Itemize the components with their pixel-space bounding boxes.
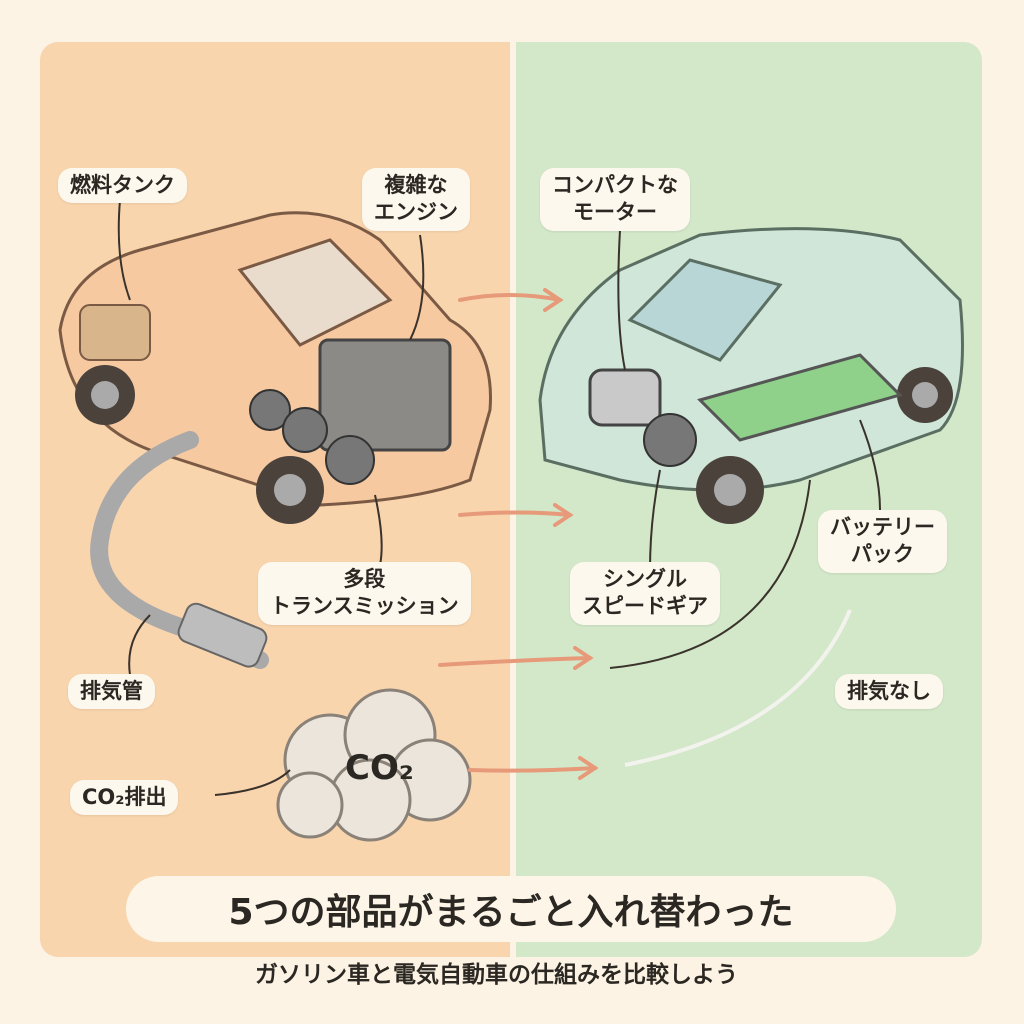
battery-pack-icon bbox=[697, 353, 903, 442]
gasoline-car-illustration bbox=[58, 211, 492, 842]
label-compact-motor: コンパクトな モーター bbox=[540, 168, 690, 231]
co2-cloud-icon bbox=[276, 688, 472, 842]
arrow-icon bbox=[578, 756, 599, 780]
label-complex-engine: 複雑な エンジン bbox=[362, 168, 470, 231]
transmission-gears-icon bbox=[249, 389, 375, 485]
fuel-tank-icon bbox=[79, 304, 151, 361]
label-no-exhaust: 排気なし bbox=[835, 674, 943, 710]
co2-cloud-text: CO₂ bbox=[345, 748, 414, 788]
motor-icon bbox=[588, 368, 662, 427]
exhaust-pipe-icon bbox=[90, 431, 269, 669]
subtitle: ガソリン車と電気自動車の仕組みを比較しよう bbox=[255, 962, 738, 988]
label-fuel-tank: 燃料タンク bbox=[58, 168, 187, 204]
arrow-icon bbox=[458, 510, 572, 517]
single-gear-icon bbox=[643, 413, 697, 467]
arrow-icon bbox=[468, 766, 597, 773]
arrow-icon bbox=[458, 293, 562, 302]
label-co2-emission: CO₂排出 bbox=[70, 780, 179, 816]
main-title: 5つの部品がまるごと入れ替わった bbox=[126, 876, 896, 942]
arrow-icon bbox=[543, 288, 564, 312]
label-battery-pack: バッテリー パック bbox=[818, 510, 947, 573]
arrow-icon bbox=[438, 656, 592, 667]
arrow-icon bbox=[573, 646, 594, 670]
label-single-speed-gear: シングル スピードギア bbox=[570, 562, 720, 625]
electric-car-illustration bbox=[538, 227, 964, 524]
label-exhaust-pipe: 排気管 bbox=[68, 674, 155, 710]
transition-arrows bbox=[438, 288, 599, 780]
leader-lines bbox=[117, 199, 881, 796]
engine-icon bbox=[318, 338, 452, 452]
label-multi-speed-transmission: 多段 トランスミッション bbox=[258, 562, 471, 625]
arrow-icon bbox=[553, 503, 574, 527]
